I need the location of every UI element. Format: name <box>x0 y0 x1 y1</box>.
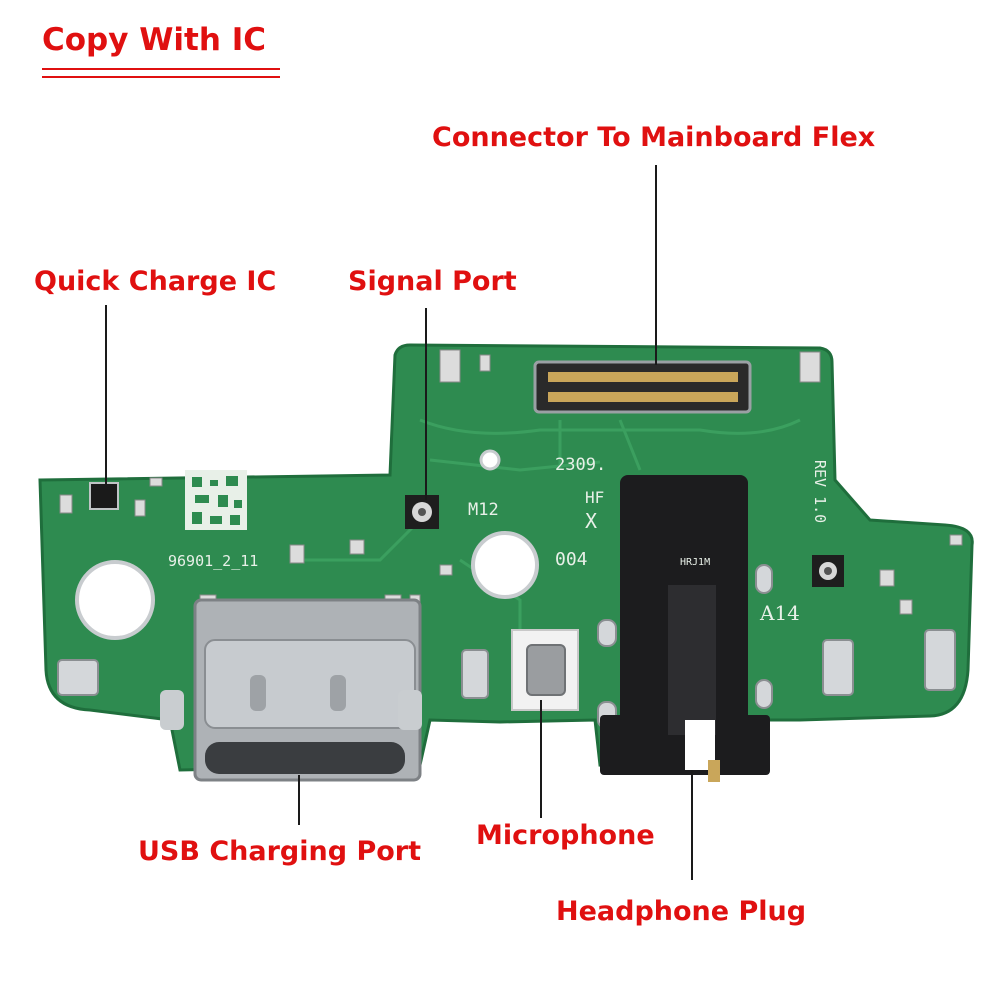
silk-jack-mark: HRJ1M <box>680 557 710 568</box>
signal-port-connector <box>405 495 439 529</box>
leader-usb <box>298 775 300 825</box>
label-microphone: Microphone <box>476 820 655 851</box>
mount-hole-left <box>75 560 155 640</box>
label-usb-port: USB Charging Port <box>138 836 422 867</box>
silk-date-code: 2309. <box>555 455 606 475</box>
leader-signal-port <box>425 308 427 500</box>
label-connector: Connector To Mainboard Flex <box>432 122 876 153</box>
label-headphone-plug: Headphone Plug <box>556 896 807 927</box>
page-title: Copy With IC <box>42 22 267 58</box>
flex-connector <box>533 360 752 414</box>
silk-m12: M12 <box>468 500 499 520</box>
usb-charging-port-metal <box>160 598 422 782</box>
label-quick-charge-ic: Quick Charge IC <box>34 266 277 297</box>
leader-microphone <box>540 700 542 818</box>
label-signal-port: Signal Port <box>348 266 517 297</box>
mount-hole-center <box>471 531 539 599</box>
silk-rev: REV 1.0 <box>811 460 829 523</box>
silk-004: 004 <box>555 549 588 570</box>
quick-charge-ic-chip <box>89 482 119 510</box>
svg-text:X: X <box>585 509 597 533</box>
title-underline <box>42 68 280 70</box>
leader-headphone <box>691 770 693 880</box>
title-underline-2 <box>42 76 280 78</box>
leader-quick-charge <box>105 305 107 490</box>
silk-hf: HF <box>585 488 604 507</box>
silk-a14: A14 <box>759 601 800 625</box>
headphone-jack <box>600 475 770 782</box>
microphone-component <box>511 629 579 711</box>
leader-connector <box>655 165 657 365</box>
silk-part-code: 96901_2_11 <box>168 552 258 570</box>
